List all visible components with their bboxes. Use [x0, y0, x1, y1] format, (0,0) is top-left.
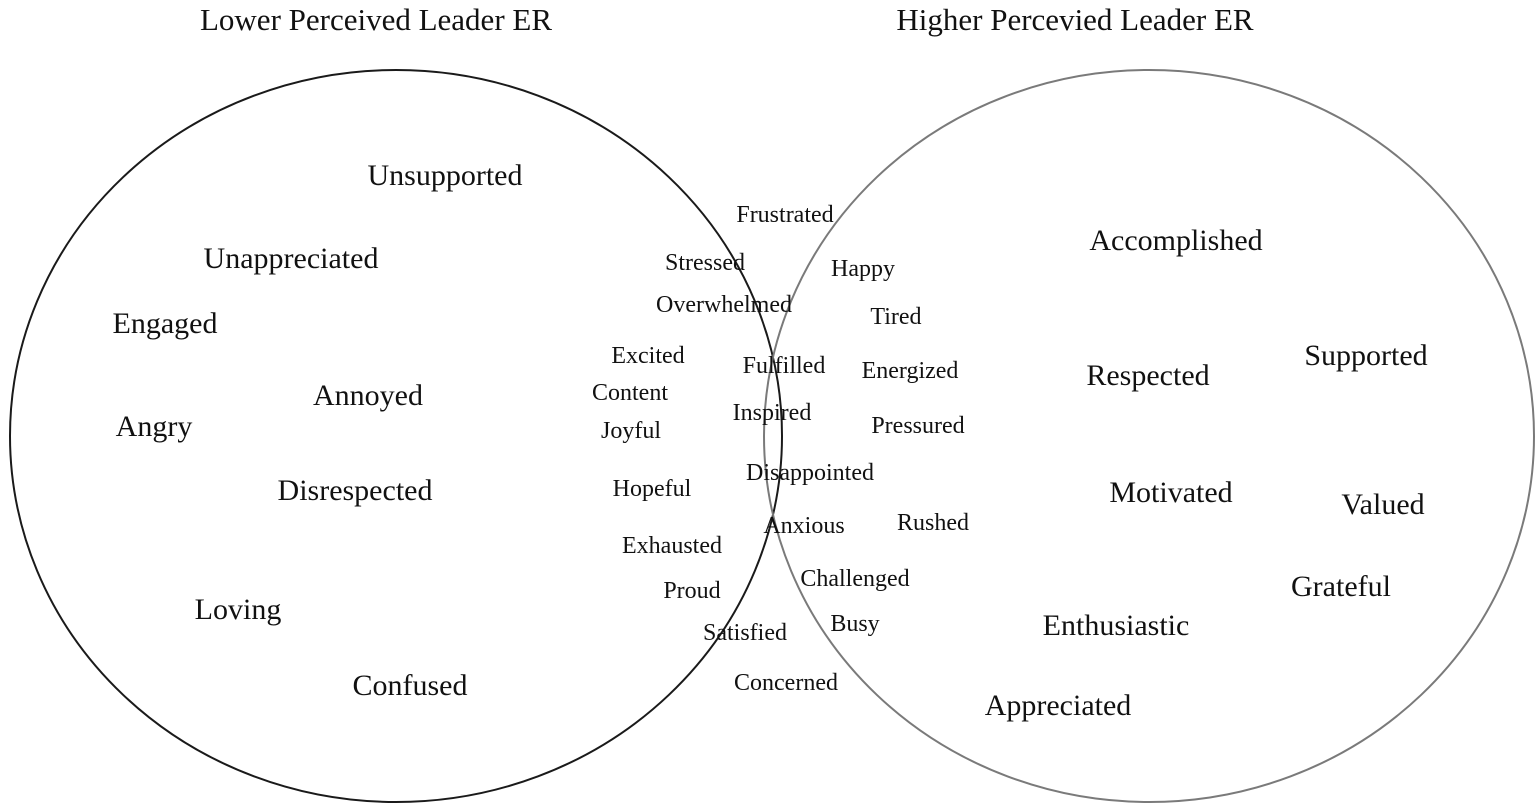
word-supported: Supported — [1304, 339, 1427, 372]
word-engaged: Engaged — [113, 307, 218, 340]
word-fulfilled: Fulfilled — [743, 353, 826, 379]
right-only-words: Accomplished Respected Supported Motivat… — [985, 224, 1428, 722]
word-inspired: Inspired — [733, 400, 812, 426]
title-higher-er: Higher Percevied Leader ER — [896, 2, 1254, 37]
circle-lower-er — [9, 69, 783, 803]
word-frustrated: Frustrated — [736, 202, 833, 228]
word-hopeful: Hopeful — [613, 476, 692, 502]
word-proud: Proud — [663, 578, 720, 604]
word-exhausted: Exhausted — [622, 533, 722, 559]
word-loving: Loving — [195, 593, 282, 626]
word-disappointed: Disappointed — [746, 460, 874, 486]
word-enthusiastic: Enthusiastic — [1043, 609, 1190, 642]
overlap-words: Frustrated Stressed Happy Overwhelmed Ti… — [592, 202, 969, 696]
word-respected: Respected — [1086, 359, 1209, 392]
word-joyful: Joyful — [601, 418, 661, 444]
word-accomplished: Accomplished — [1089, 224, 1262, 257]
word-busy: Busy — [830, 611, 879, 637]
word-anxious: Anxious — [763, 513, 844, 539]
word-disrespected: Disrespected — [278, 474, 433, 507]
word-confused: Confused — [353, 669, 468, 702]
word-overwhelmed: Overwhelmed — [656, 292, 792, 318]
word-challenged: Challenged — [800, 566, 909, 592]
word-angry: Angry — [116, 410, 193, 443]
title-lower-er: Lower Perceived Leader ER — [200, 2, 552, 37]
left-only-words: Unsupported Unappreciated Engaged Annoye… — [113, 159, 523, 702]
word-excited: Excited — [611, 343, 684, 369]
word-energized: Energized — [862, 358, 959, 384]
circle-higher-er — [763, 69, 1535, 803]
word-stressed: Stressed — [665, 250, 745, 276]
word-unappreciated: Unappreciated — [204, 242, 379, 275]
word-rushed: Rushed — [897, 510, 969, 536]
word-satisfied: Satisfied — [703, 620, 787, 646]
word-concerned: Concerned — [734, 670, 838, 696]
word-happy: Happy — [831, 256, 895, 282]
word-valued: Valued — [1341, 488, 1424, 521]
word-unsupported: Unsupported — [368, 159, 523, 192]
word-annoyed: Annoyed — [313, 379, 423, 412]
word-tired: Tired — [870, 304, 921, 330]
word-pressured: Pressured — [871, 413, 964, 439]
word-content: Content — [592, 380, 668, 406]
word-appreciated: Appreciated — [985, 689, 1132, 722]
word-grateful: Grateful — [1291, 570, 1391, 603]
word-motivated: Motivated — [1109, 476, 1232, 509]
